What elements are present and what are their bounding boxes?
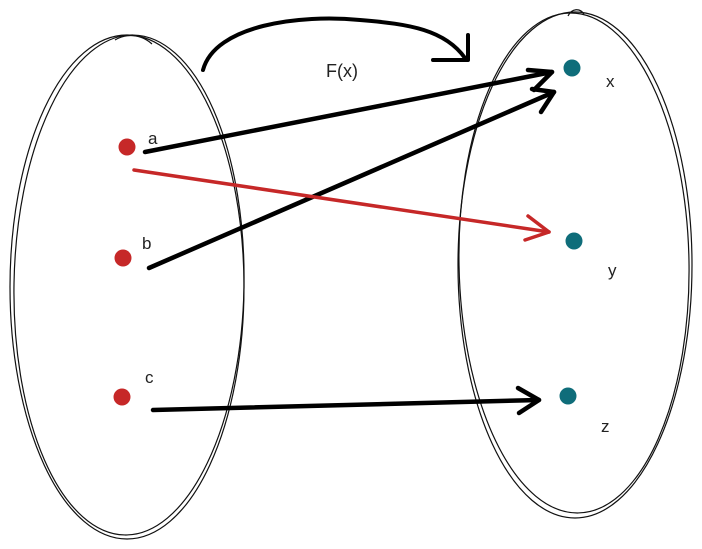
mapping-arrow-c-to-z [150,385,542,416]
mapping-arrow-a-to-y [132,168,551,242]
codomain-point-x: x [563,59,615,91]
codomain-label-y: y [608,261,617,280]
domain-point-c: c [113,368,154,406]
domain-label-c: c [145,368,154,387]
domain-point-a: a [118,129,158,156]
codomain-point-z: z [559,387,610,436]
domain-label-a: a [148,129,158,148]
codomain-label-x: x [606,72,615,91]
codomain-label-z: z [601,417,610,436]
codomain-point-y: y [565,232,617,280]
mapping-arrow-a-to-x [142,67,555,155]
codomain-set-outline [457,9,693,519]
mapping-arrows [132,67,557,416]
domain-point-b: b [114,234,151,267]
domain-label-b: b [142,234,151,253]
domain-set-outline [9,34,245,540]
function-label: F(x) [326,61,358,81]
mapping-arrow-b-to-x [146,86,557,271]
function-arrow [201,16,470,72]
